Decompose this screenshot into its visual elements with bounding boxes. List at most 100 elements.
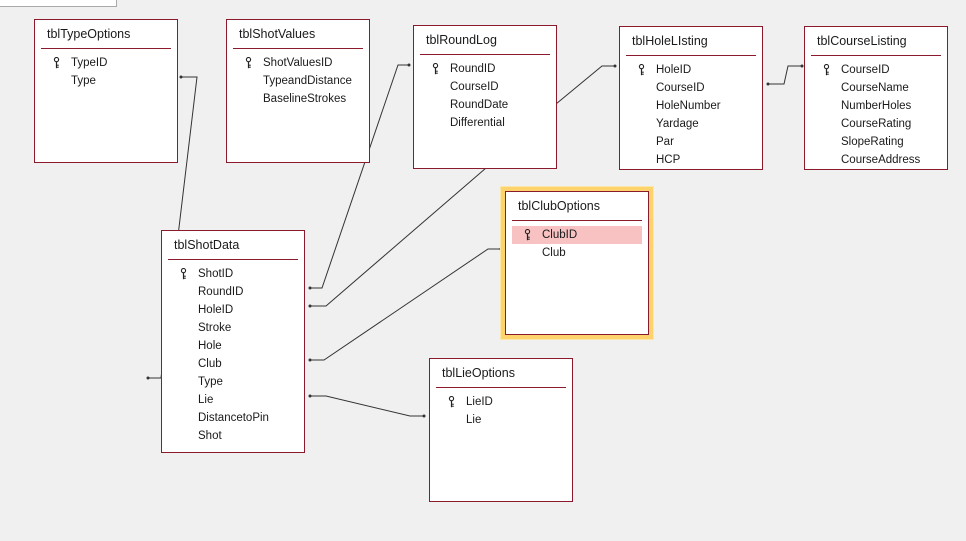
- field-row[interactable]: ClubID: [512, 226, 642, 244]
- table-title[interactable]: tblClubOptions: [518, 199, 600, 213]
- field-list: ClubID Club: [512, 226, 642, 262]
- rel-hole-course: [768, 65, 802, 85]
- table-divider: [626, 55, 756, 56]
- field-row[interactable]: HoleNumber: [626, 97, 756, 115]
- field-label: Hole: [198, 340, 222, 352]
- key-icon: [180, 268, 187, 280]
- table-title[interactable]: tblShotData: [174, 238, 240, 252]
- field-label: HCP: [656, 154, 681, 166]
- document-tab[interactable]: [0, 0, 117, 7]
- field-row[interactable]: Differential: [420, 114, 550, 132]
- key-icon: [432, 63, 439, 75]
- field-row[interactable]: Par: [626, 133, 756, 151]
- field-row[interactable]: CourseAddress: [811, 151, 941, 169]
- field-label: Shot: [198, 430, 222, 442]
- field-row[interactable]: RoundDate: [420, 96, 550, 114]
- field-row[interactable]: Lie: [168, 391, 298, 409]
- field-label: CourseRating: [841, 118, 912, 130]
- field-label: ClubID: [542, 229, 578, 241]
- field-label: ShotID: [198, 268, 234, 280]
- field-label: Stroke: [198, 322, 232, 334]
- field-label: Type: [71, 75, 96, 87]
- field-row[interactable]: NumberHoles: [811, 97, 941, 115]
- field-row[interactable]: SlopeRating: [811, 133, 941, 151]
- field-label: TypeID: [71, 57, 108, 69]
- field-label: HoleID: [198, 304, 234, 316]
- key-icon: [448, 396, 455, 408]
- field-row[interactable]: Club: [512, 244, 642, 262]
- table-divider: [233, 48, 363, 49]
- field-row[interactable]: DistancetoPin: [168, 409, 298, 427]
- field-row[interactable]: Hole: [168, 337, 298, 355]
- field-row[interactable]: Stroke: [168, 319, 298, 337]
- table-title[interactable]: tblLieOptions: [442, 366, 515, 380]
- key-icon: [245, 57, 252, 69]
- field-label: TypeandDistance: [263, 75, 352, 87]
- field-row[interactable]: TypeandDistance: [233, 72, 363, 90]
- field-label: HoleID: [656, 64, 692, 76]
- field-label: Lie: [198, 394, 214, 406]
- table-divider: [41, 48, 171, 49]
- field-row[interactable]: Lie: [436, 411, 566, 429]
- table-title[interactable]: tblRoundLog: [426, 33, 497, 47]
- field-row[interactable]: LieID: [436, 393, 566, 411]
- table-title[interactable]: tblHoleLIsting: [632, 34, 708, 48]
- key-icon: [53, 57, 60, 69]
- rel-hole: [310, 167, 487, 307]
- field-row[interactable]: BaselineStrokes: [233, 90, 363, 108]
- table-divider: [420, 54, 550, 55]
- table-title[interactable]: tblTypeOptions: [47, 27, 131, 41]
- field-label: ShotValuesID: [263, 57, 333, 69]
- key-icon: [823, 64, 830, 76]
- field-row[interactable]: ShotValuesID: [233, 54, 363, 72]
- table-divider: [168, 259, 298, 260]
- rel-lie: [310, 395, 424, 417]
- rel-club: [310, 248, 501, 361]
- field-label: HoleNumber: [656, 100, 721, 112]
- rel-roundlog-hole: [555, 65, 615, 105]
- field-label: RoundDate: [450, 99, 509, 111]
- field-label: CourseID: [656, 82, 705, 94]
- field-row[interactable]: ShotID: [168, 265, 298, 283]
- table-title[interactable]: tblShotValues: [239, 27, 316, 41]
- field-label: CourseAddress: [841, 154, 921, 166]
- field-row[interactable]: Type: [41, 72, 171, 90]
- field-row[interactable]: CourseName: [811, 79, 941, 97]
- field-row[interactable]: RoundID: [168, 283, 298, 301]
- field-label: DistancetoPin: [198, 412, 269, 424]
- field-row[interactable]: CourseID: [626, 79, 756, 97]
- field-label: Differential: [450, 117, 505, 129]
- field-row[interactable]: Type: [168, 373, 298, 391]
- field-label: Lie: [466, 414, 482, 426]
- field-row[interactable]: Yardage: [626, 115, 756, 133]
- field-row[interactable]: CourseRating: [811, 115, 941, 133]
- field-label: CourseID: [841, 64, 890, 76]
- field-label: LieID: [466, 396, 493, 408]
- field-row[interactable]: TypeID: [41, 54, 171, 72]
- field-row[interactable]: CourseID: [420, 78, 550, 96]
- field-label: SlopeRating: [841, 136, 904, 148]
- field-row[interactable]: RoundID: [420, 60, 550, 78]
- field-list: TypeID Type: [41, 54, 171, 90]
- field-label: NumberHoles: [841, 100, 912, 112]
- field-row[interactable]: CourseID: [811, 61, 941, 79]
- field-row[interactable]: HCP: [626, 151, 756, 169]
- table-divider: [436, 387, 566, 388]
- field-row[interactable]: HoleID: [168, 301, 298, 319]
- table-title[interactable]: tblCourseListing: [817, 34, 907, 48]
- field-row[interactable]: HoleID: [626, 61, 756, 79]
- field-row[interactable]: Club: [168, 355, 298, 373]
- field-row[interactable]: Shot: [168, 427, 298, 445]
